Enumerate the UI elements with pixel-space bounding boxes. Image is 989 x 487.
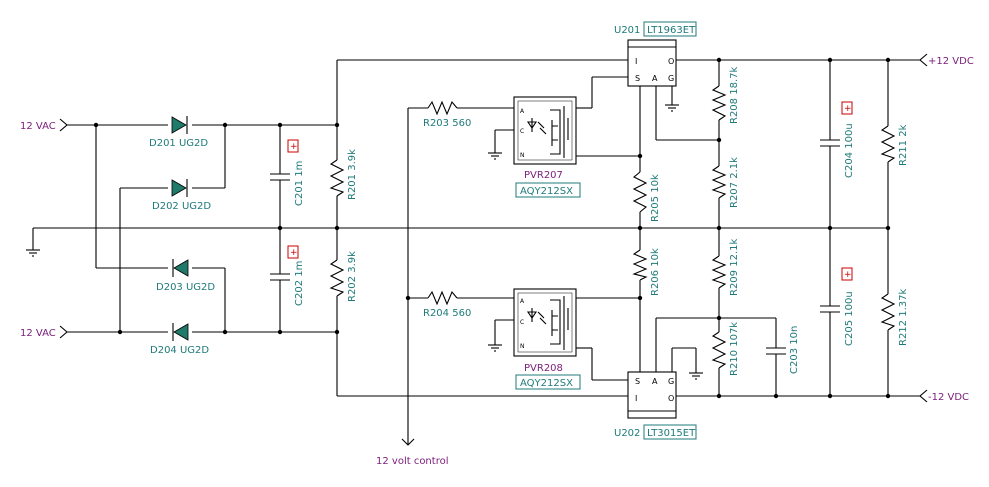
- relay-pvr208: A C N PVR208 AQY212SX: [513, 288, 581, 390]
- u201-pin-o: O: [668, 57, 674, 66]
- u201-pin-g: G: [668, 74, 674, 83]
- r210-label: R210 107k: [729, 322, 740, 376]
- r205-label: R205 10k: [650, 174, 661, 222]
- terminal-pos-out: +12 VDC: [919, 53, 974, 67]
- resistor-r209: R209 12.1k: [711, 239, 740, 296]
- junctions: [93, 57, 891, 399]
- regulator-u202: S A G I O U202 LT3015ET: [614, 371, 697, 440]
- r206-label: R206 10k: [650, 248, 661, 296]
- svg-text:A: A: [520, 298, 525, 305]
- pvr207-part: AQY212SX: [520, 186, 573, 197]
- u202-pin-i: I: [635, 394, 637, 403]
- c204-polarity: +: [844, 104, 852, 114]
- diode-d204: D204 UG2D: [150, 323, 209, 356]
- capacitor-c204: + C204 100u: [820, 101, 855, 178]
- pvr207-ref: PVR207: [524, 170, 563, 181]
- diode-d202: D202 UG2D: [152, 179, 211, 212]
- terminal-vac-top: 12 VAC: [20, 118, 68, 132]
- pvr208-ref: PVR208: [524, 363, 563, 374]
- diode-d203: D203 UG2D: [156, 259, 215, 293]
- u202-ref: U202: [614, 428, 640, 439]
- u202-pin-a: A: [652, 377, 658, 386]
- resistor-r210: R210 107k: [711, 322, 740, 376]
- c204-label: C204 100u: [844, 123, 855, 178]
- d203-label: D203 UG2D: [156, 282, 215, 293]
- u202-pin-g: G: [668, 377, 674, 386]
- svg-text:C: C: [520, 128, 524, 135]
- d202-label: D202 UG2D: [152, 201, 211, 212]
- capacitor-c202: + C202 1m: [270, 245, 305, 306]
- c202-polarity: +: [290, 248, 298, 258]
- d201-label: D201 UG2D: [149, 138, 208, 149]
- c202-label: C202 1m: [294, 261, 305, 306]
- r207-label: R207 2.1k: [729, 157, 740, 208]
- capacitor-c205: + C205 100u: [820, 267, 855, 346]
- u202-part: LT3015ET: [647, 428, 696, 439]
- r203-label: R203 560: [423, 118, 471, 129]
- r211-label: R211 2k: [898, 124, 909, 166]
- control-label: 12 volt control: [376, 456, 448, 467]
- regulator-u201: I S A G O U201 LT1963ET: [614, 21, 697, 87]
- u201-pin-a: A: [652, 74, 658, 83]
- ground-u201: [665, 104, 679, 112]
- c205-label: C205 100u: [844, 291, 855, 346]
- u202-pin-o: O: [668, 394, 674, 403]
- svg-text:C: C: [520, 319, 524, 326]
- capacitor-c201: + C201 1m: [270, 139, 305, 206]
- c201-polarity: +: [290, 142, 298, 152]
- resistor-r203: R203 560: [423, 100, 471, 129]
- pos-out-label: +12 VDC: [928, 56, 974, 67]
- u201-pin-s: S: [635, 74, 640, 83]
- terminal-control: 12 volt control: [376, 438, 448, 467]
- vac-top-label: 12 VAC: [20, 121, 56, 132]
- relay-pvr207: A C N PVR207 AQY212SX: [513, 96, 581, 198]
- svg-text:N: N: [520, 343, 525, 350]
- pvr208-part: AQY212SX: [520, 378, 573, 389]
- diode-d201: D201 UG2D: [149, 116, 208, 149]
- r201-label: R201 3.9k: [347, 149, 358, 200]
- resistor-r205: R205 10k: [632, 171, 661, 222]
- u201-part: LT1963ET: [647, 25, 696, 36]
- vac-bottom-label: 12 VAC: [20, 328, 56, 339]
- r204-label: R204 560: [423, 308, 471, 319]
- u201-ref: U201: [614, 25, 640, 36]
- d204-label: D204 UG2D: [150, 345, 209, 356]
- c205-polarity: +: [844, 270, 852, 280]
- resistor-r207: R207 2.1k: [711, 157, 740, 208]
- terminal-vac-bottom: 12 VAC: [20, 325, 68, 339]
- ground-relay-208: [488, 344, 502, 352]
- neg-out-label: -12 VDC: [928, 392, 969, 403]
- ground-relay-207: [488, 152, 502, 160]
- resistor-r202: R202 3.9k: [329, 251, 358, 302]
- resistor-r201: R201 3.9k: [329, 149, 358, 200]
- resistor-r211: R211 2k: [880, 124, 909, 166]
- r208-label: R208 18.7k: [729, 67, 740, 124]
- svg-text:N: N: [520, 152, 525, 159]
- resistor-r208: R208 18.7k: [711, 67, 740, 124]
- u202-pin-s: S: [635, 377, 640, 386]
- resistor-r212: R212 1.37k: [880, 289, 909, 346]
- r212-label: R212 1.37k: [898, 289, 909, 346]
- c201-label: C201 1m: [294, 161, 305, 206]
- wires: [32, 59, 920, 445]
- r202-label: R202 3.9k: [347, 251, 358, 302]
- ground-main: [26, 249, 40, 257]
- ground-u202: [689, 372, 703, 380]
- u201-pin-i: I: [635, 57, 637, 66]
- c203-label: C203 10n: [789, 326, 800, 374]
- svg-text:A: A: [520, 108, 525, 115]
- resistor-r204: R204 560: [423, 290, 471, 319]
- terminal-neg-out: -12 VDC: [919, 389, 969, 403]
- resistor-r206: R206 10k: [632, 248, 661, 296]
- r209-label: R209 12.1k: [729, 239, 740, 296]
- capacitor-c203: C203 10n: [766, 326, 800, 374]
